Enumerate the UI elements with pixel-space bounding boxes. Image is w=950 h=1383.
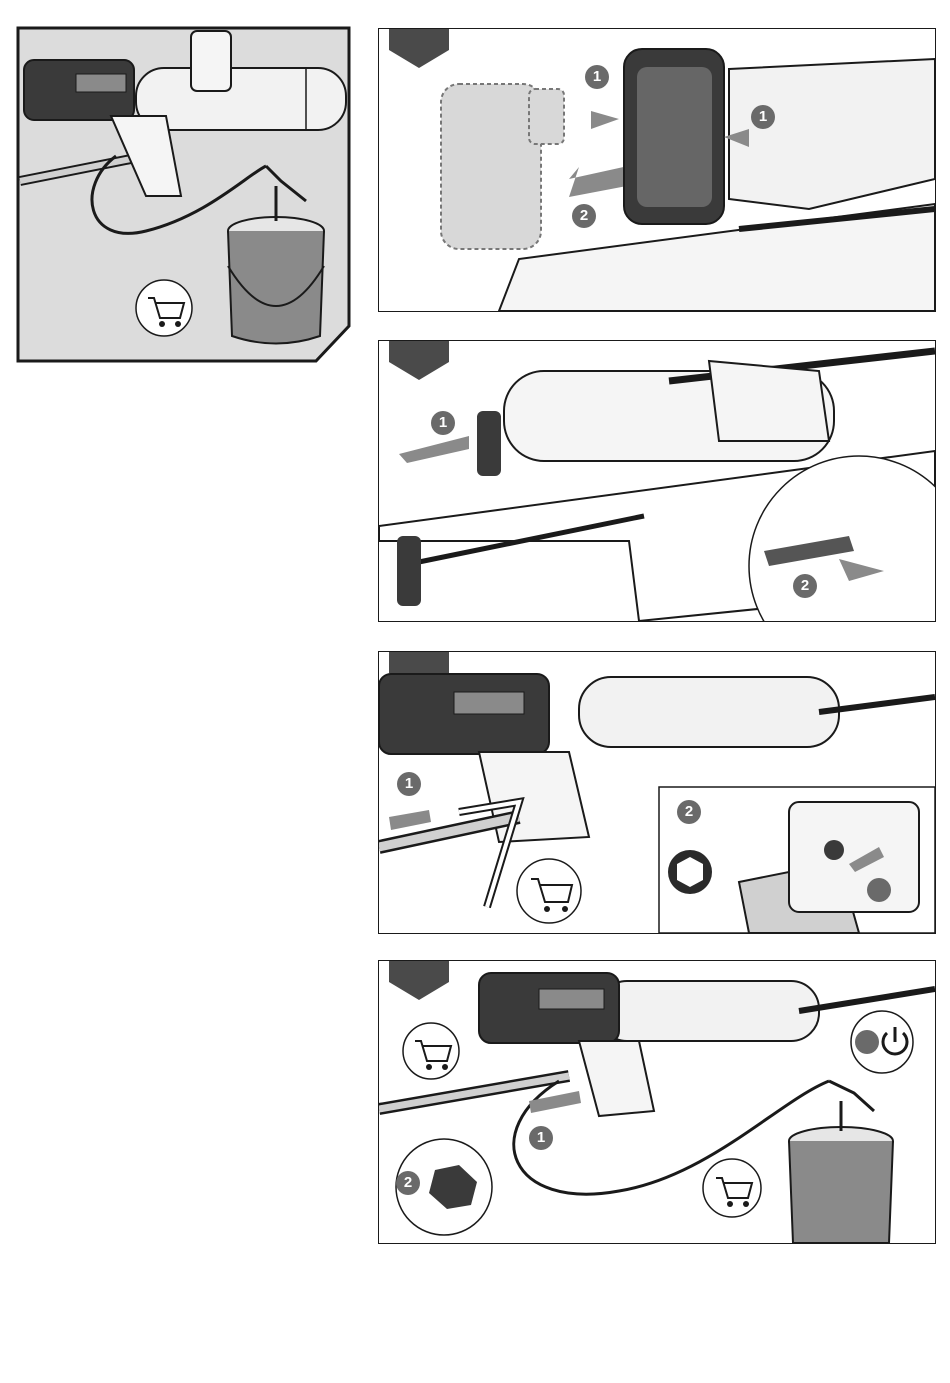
step-2-panel: 1 2	[378, 340, 936, 622]
step-marker: 1	[529, 1126, 553, 1150]
hex-nut-icon	[665, 847, 715, 897]
step-marker: 1	[397, 772, 421, 796]
step-marker: 1	[431, 411, 455, 435]
power-icon	[847, 1009, 917, 1075]
overview-illustration	[16, 26, 351, 363]
battery-removal-illustration	[379, 29, 935, 311]
step-marker: 2	[793, 574, 817, 598]
hex-key-illustration	[379, 652, 935, 933]
step-marker: 2	[572, 204, 596, 228]
shopping-cart-icon	[134, 278, 194, 338]
step-3-panel: 1 2	[378, 651, 936, 934]
shopping-cart-icon	[401, 1021, 461, 1081]
step-marker: 1	[585, 65, 609, 89]
step-marker: 2	[396, 1171, 420, 1195]
step-4-panel: 1 2	[378, 960, 936, 1244]
shopping-cart-icon	[701, 1157, 763, 1219]
plunger-rod-illustration	[379, 341, 935, 621]
shopping-cart-icon	[515, 857, 583, 925]
step-marker: 2	[677, 800, 701, 824]
step-1-panel: 1 1 2	[378, 28, 936, 312]
step-marker: 1	[751, 105, 775, 129]
